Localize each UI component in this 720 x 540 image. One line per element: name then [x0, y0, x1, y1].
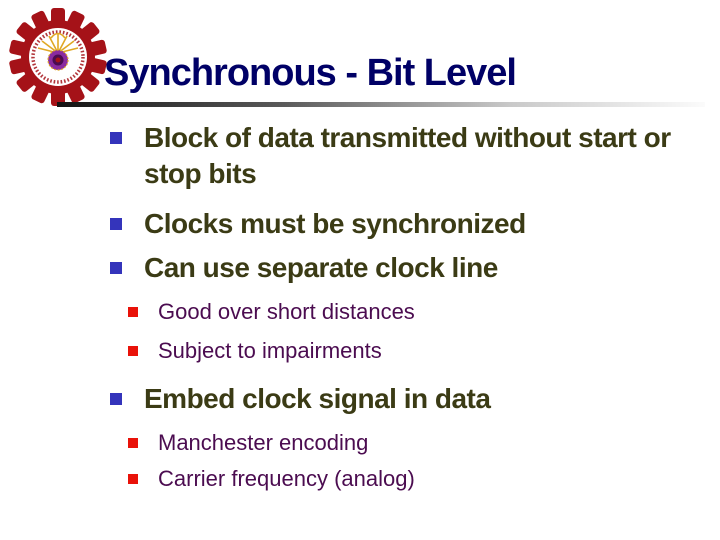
blue-square-bullet-icon — [110, 132, 122, 144]
blue-square-bullet-icon — [110, 393, 122, 405]
blue-square-bullet-icon — [110, 218, 122, 230]
sub-bullet-item: Manchester encoding — [128, 428, 700, 458]
red-square-bullet-icon — [128, 307, 138, 317]
university-seal-logo — [9, 8, 107, 106]
gear-icon — [9, 8, 107, 106]
sub-bullet-item: Carrier frequency (analog) — [128, 464, 700, 494]
bullet-item: Clocks must be synchronized — [110, 206, 700, 242]
red-square-bullet-icon — [128, 346, 138, 356]
red-square-bullet-icon — [128, 474, 138, 484]
sub-bullet-label: Subject to impairments — [158, 338, 382, 363]
sub-bullet-label: Manchester encoding — [158, 430, 369, 455]
bullet-label: Clocks must be synchronized — [144, 208, 526, 239]
bullet-item: Can use separate clock line — [110, 250, 700, 286]
rosette-icon — [47, 49, 69, 71]
bullet-label: Embed clock signal in data — [144, 383, 491, 414]
sub-bullet-label: Carrier frequency (analog) — [158, 466, 415, 491]
sub-bullet-label: Good over short distances — [158, 299, 415, 324]
slide-body: Block of data transmitted without start … — [110, 120, 700, 494]
slide-title: Synchronous - Bit Level — [104, 52, 517, 94]
title-underline — [57, 102, 705, 107]
bullet-label: Block of data transmitted without start … — [144, 122, 671, 189]
blue-square-bullet-icon — [110, 262, 122, 274]
sub-bullet-item: Subject to impairments — [128, 336, 700, 366]
bullet-item: Embed clock signal in data — [110, 381, 700, 417]
bullet-item: Block of data transmitted without start … — [110, 120, 700, 192]
bullet-label: Can use separate clock line — [144, 252, 498, 283]
sub-bullet-item: Good over short distances — [128, 297, 700, 327]
red-square-bullet-icon — [128, 438, 138, 448]
